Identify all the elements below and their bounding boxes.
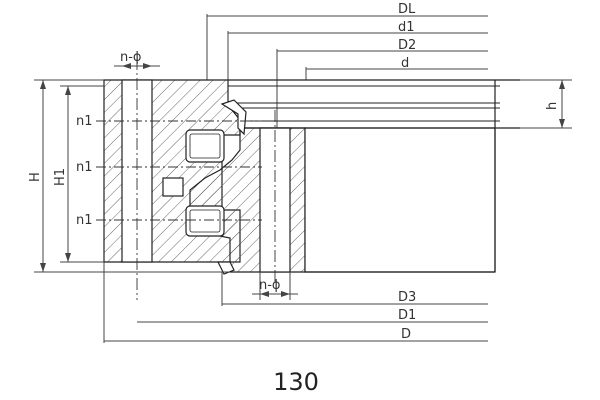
height-dimensions xyxy=(34,79,230,273)
bottom-dimension-lines xyxy=(103,262,488,343)
roller-upper xyxy=(185,129,225,163)
seal-bottom xyxy=(217,261,235,275)
rolling-elements xyxy=(162,99,247,275)
label-n-phi-bottom: n-ϕ xyxy=(259,278,281,293)
label-d3: D3 xyxy=(398,290,416,305)
top-dimension-lines xyxy=(206,14,488,128)
label-d-total: D xyxy=(401,327,411,342)
gear-blank xyxy=(304,127,496,273)
label-d2: D2 xyxy=(398,38,416,53)
label-h1: H1 xyxy=(53,168,68,186)
label-h-small: h xyxy=(545,102,560,110)
figure-caption: 130 xyxy=(273,368,319,396)
label-n1-b: n1 xyxy=(76,160,93,175)
seal-top xyxy=(220,99,247,136)
roller-lower xyxy=(185,205,225,237)
label-h-total: H xyxy=(28,172,43,182)
label-dl: DL xyxy=(398,2,416,17)
label-d1-small: d1 xyxy=(398,20,415,35)
label-n1-a: n1 xyxy=(76,114,93,129)
n-phi-bottom-dimension xyxy=(252,272,298,300)
label-n-phi-top: n-ϕ xyxy=(120,50,142,65)
label-d-small: d xyxy=(401,56,409,71)
outer-mounting-hole xyxy=(121,79,153,263)
label-d1: D1 xyxy=(398,308,416,323)
inner-ring xyxy=(189,79,520,282)
spacer-block xyxy=(162,177,184,197)
hole-center-lines xyxy=(96,120,262,221)
label-n1-c: n1 xyxy=(76,213,93,228)
